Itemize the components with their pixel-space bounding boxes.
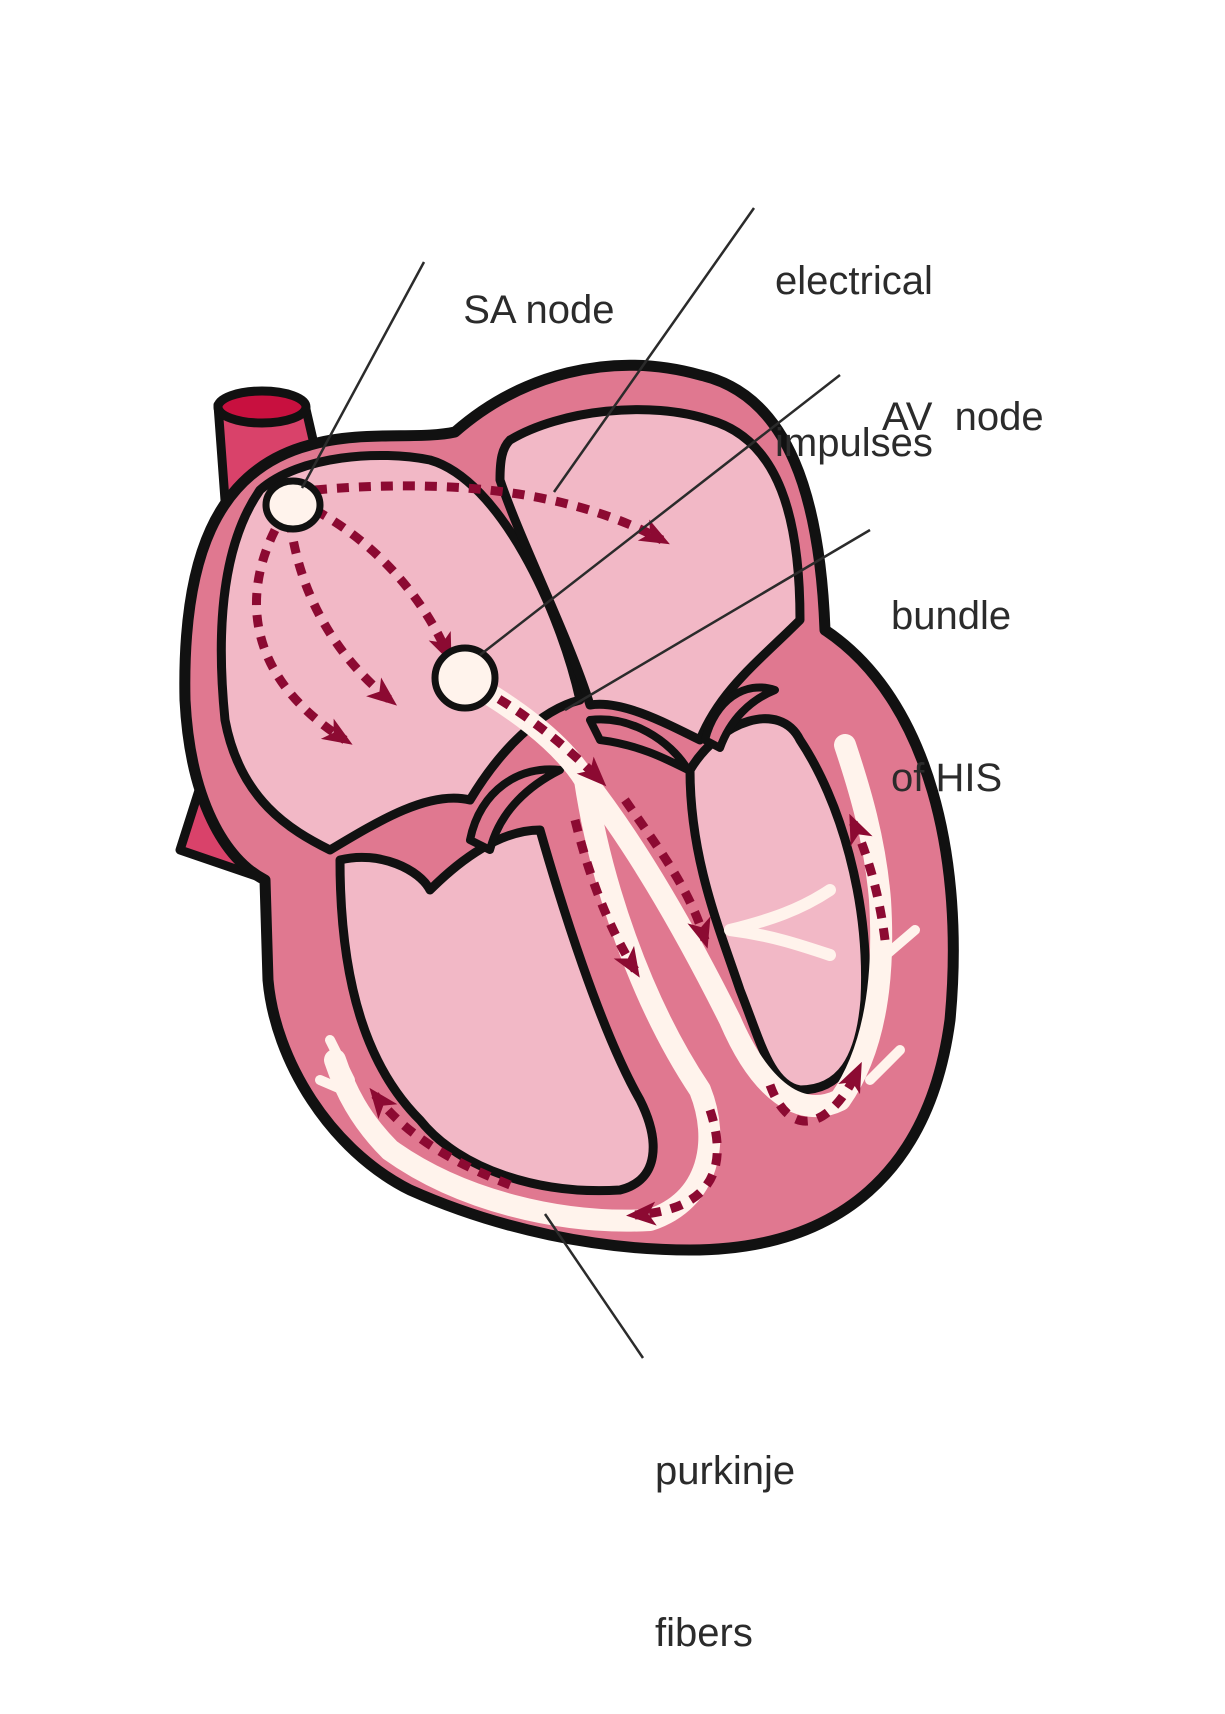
label-electrical-impulses: electrical impulses [775,146,933,524]
label-bundle-of-his: bundle of HIS [891,481,1011,859]
leader-line-sa-node [300,261,426,489]
valve-leaflets [466,683,779,854]
label-electrical-impulses-line1: electrical [775,259,933,303]
leader-lines [300,207,871,1359]
right-ventricle [335,825,658,1196]
leader-line-purkinje-fibers [543,1213,645,1359]
label-purkinje-fibers-line1: purkinje [655,1449,796,1493]
label-bundle-of-his-line2: of HIS [891,756,1003,800]
label-av-node: AV node [862,336,1044,444]
leader-line-av-node [479,374,841,656]
impulse-arrows [252,481,890,1226]
leader-line-bundle-of-his [564,528,871,712]
leader-line-electrical-impulses [552,207,756,493]
label-purkinje-fibers-line2: fibers [655,1611,753,1655]
label-bundle-of-his-line1: bundle [891,594,1012,638]
sa-node [262,477,324,533]
heart-conduction-diagram [175,207,959,1359]
av-node [431,644,499,712]
label-sa-node-text: SA node [463,288,615,332]
label-sa-node: SA node [441,229,614,337]
label-electrical-impulses-line2: impulses [775,421,933,465]
right-atrium [216,450,585,855]
label-av-node-text: AV node [882,395,1044,439]
label-purkinje-fibers: purkinje fibers [655,1336,795,1714]
